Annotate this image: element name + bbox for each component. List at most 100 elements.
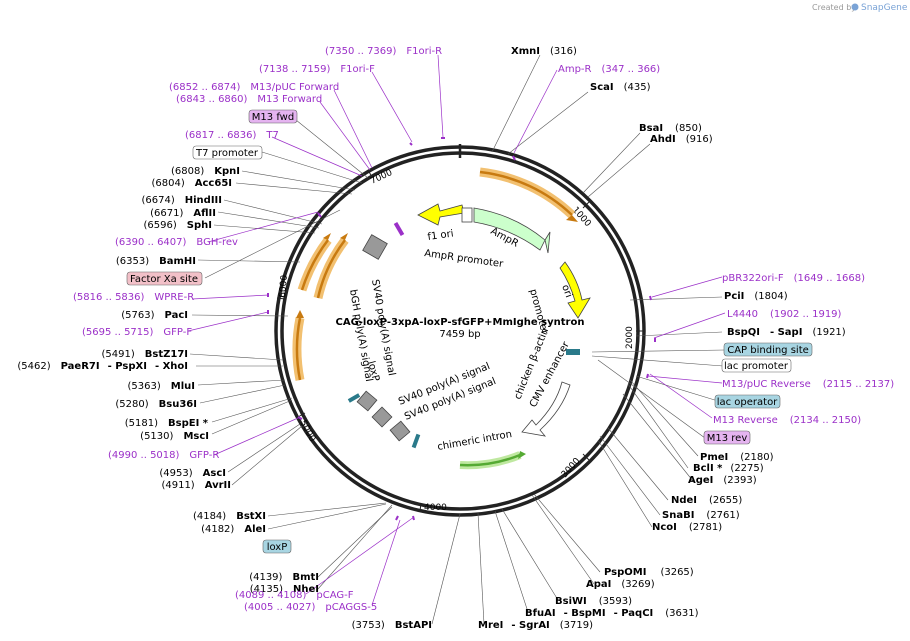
primer-pcaggs-5: pCAGGS-5 [325,602,377,613]
box-m13-rev: M13 rev [707,433,748,444]
primer-pbr322ori-f: pBR322ori-F [722,273,784,284]
enz-nhei: NheI [293,584,319,595]
svg-text:(7138 .. 7159)F1ori-F: (7138 .. 7159)F1ori-F [259,64,375,75]
label-f1-ori: f1 ori [427,228,454,243]
enz-bstxi: BstXI [236,511,266,522]
enz-pmei: PmeI [700,452,728,463]
enz-sphi: SphI [187,220,212,231]
loxp-marker-2 [411,433,421,449]
ampr-promoter-arrow [461,207,473,223]
svg-text:(6852 .. 6874)M13/pUC Forward: (6852 .. 6874)M13/pUC Forward [169,82,339,93]
primer-gfp-f: GFP-F [163,327,192,338]
enz-acc65i: Acc65I [195,178,232,189]
svg-text:(5695 .. 5715)GFP-F: (5695 .. 5715)GFP-F [82,327,192,338]
label-chimeric-intron: chimeric intron [437,429,513,453]
enz-bamhi: BamHI [159,256,196,267]
svg-text:(4953)AscI: (4953)AscI [159,468,226,479]
svg-text:(6353)BamHI: (6353)BamHI [116,256,196,267]
bgh-pa-box [362,234,388,260]
minor-ticks [276,169,644,512]
primer-m13puc-fwd: M13/pUC Forward [250,82,339,93]
enz-bmti: BmtI [292,572,319,583]
svg-text:(7350 .. 7369)F1ori-R: (7350 .. 7369)F1ori-R [325,46,442,57]
cmv-enhancer-arrow [521,381,571,437]
svg-text:(6843 .. 6860)M13 Forward: (6843 .. 6860)M13 Forward [176,94,322,105]
orf-gfp [295,317,302,381]
svg-text:(4184)BstXI: (4184)BstXI [193,511,266,522]
svg-text:SnaBI(2761): SnaBI(2761) [662,510,740,521]
svg-text:(5763)PacI: (5763)PacI [121,310,188,321]
tick-2000: 2000 [625,326,635,349]
boxed-feature-labels: M13 fwd T7 promoter Factor Xa site loxP … [126,109,813,554]
sv40-pa-box-3 [389,420,411,442]
primer-labels: (7350 .. 7369)F1ori-R (7138 .. 7159)F1or… [73,46,894,613]
svg-text:(4139)BmtI: (4139)BmtI [249,572,319,583]
primer-t7: T7 [265,130,278,141]
svg-text:(5280)Bsu36I: (5280)Bsu36I [115,399,197,410]
svg-text:(6804)Acc65I: (6804)Acc65I [152,178,233,189]
svg-text:M13 Reverse(2134 .. 2150): M13 Reverse(2134 .. 2150) [713,415,861,426]
svg-text:NdeI(2655): NdeI(2655) [671,495,742,506]
created-by-label: Created by [812,3,856,12]
enz-bcli: BclI * [693,463,723,474]
enz-pspomi: PspOMI [604,567,646,578]
svg-text:ApaI(3269): ApaI(3269) [586,579,655,590]
enz-xmni: XmnI [511,46,540,57]
primer-l4440: L4440 [727,309,758,320]
svg-text:Amp-R(347 .. 366): Amp-R(347 .. 366) [558,64,660,75]
enz-avrii: AvrII [205,480,231,491]
label-ori: ori [559,283,574,299]
label-loxp-inner: loxP [365,360,381,383]
primer-bgh-rev: BGH-rev [196,237,238,248]
svg-text:(5462)PaeR7I- PspXI- XhoI: (5462)PaeR7I- PspXI- XhoI [17,361,188,372]
enz-bfuai: BfuAI [525,608,556,619]
svg-text:ScaI(435): ScaI(435) [590,82,651,93]
orf-left-2 [300,239,329,291]
enz-paci: PacI [165,310,188,321]
svg-text:XmnI(316): XmnI(316) [511,46,577,57]
primer-m13-forward: M13 Forward [257,94,322,105]
svg-text:BspQI- SapI(1921): BspQI- SapI(1921) [727,327,846,338]
primer-amp-r: Amp-R [558,64,592,75]
enz-pcii: PciI [724,291,744,302]
svg-text:(6817 .. 6836)T7: (6817 .. 6836)T7 [185,130,279,141]
svg-text:(4005 .. 4027)pCAGGS-5: (4005 .. 4027)pCAGGS-5 [244,602,377,613]
tick-4000: 4000 [424,503,447,513]
svg-text:(5181)BspEI *: (5181)BspEI * [125,418,209,429]
snapgene-brand: SnapGene [861,3,908,13]
ampr-orf-arrowhead [566,215,578,222]
enz-kpni: KpnI [214,166,240,177]
box-cap-site: CAP binding site [727,345,809,356]
plasmid-length: 7459 bp [439,329,480,340]
enz-ncoi: NcoI [652,522,677,533]
f1-ori-arrow [417,203,465,226]
enzyme-labels-left: (3753)BstAPI (4139)BmtI (4135)NheI (4184… [17,166,432,631]
enz-scai: ScaI [590,82,614,93]
plasmid-name: CAG-loxP-3xpA-loxP-sfGFP+MmIghe syntron [336,317,585,328]
leader-lines [189,54,726,625]
loxp-marker-1 [347,393,361,403]
svg-text:(4911)AvrII: (4911)AvrII [161,480,231,491]
sv40-pa-box-2 [371,406,393,428]
enz-mlui: MluI [171,381,195,392]
feature-arrows [292,167,591,470]
svg-text:(6596)SphI: (6596)SphI [144,220,212,231]
enz-bsu36i: Bsu36I [159,399,197,410]
box-loxp: loxP [267,542,288,553]
box-lac-promoter: lac promoter [724,361,789,372]
box-factor-xa: Factor Xa site [130,274,198,285]
svg-text:L4440(1902 .. 1919): L4440(1902 .. 1919) [727,309,842,320]
enz-alei: AleI [244,524,266,535]
svg-text:PciI(1804): PciI(1804) [724,291,788,302]
enz-bspei: BspEI * [168,418,209,429]
enz-ahdi: AhdI [650,134,676,145]
ampr-orf [479,170,573,216]
primer-m13puc-rev: M13/pUC Reverse [722,379,811,390]
snapgene-logo-icon [851,3,859,11]
svg-text:AgeI(2393): AgeI(2393) [688,475,757,486]
label-bgh-pa: bGH poly(A) signal [347,289,374,383]
svg-text:(4990 .. 5018)GFP-R: (4990 .. 5018)GFP-R [108,450,219,461]
svg-text:(4182)AleI: (4182)AleI [201,524,266,535]
intron-arrow [459,453,521,467]
svg-text:PmeI(2180): PmeI(2180) [700,452,774,463]
